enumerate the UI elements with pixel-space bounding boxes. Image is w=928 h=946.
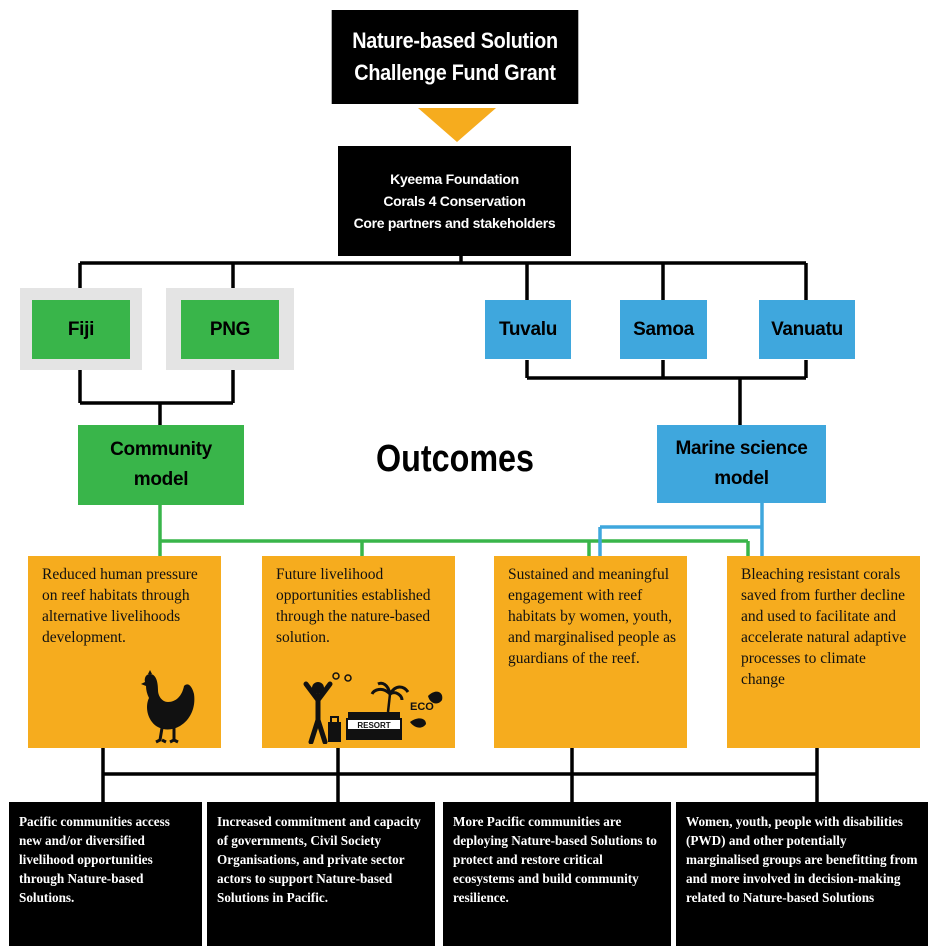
result-text-1: Pacific communities access new and/or di… xyxy=(19,814,170,905)
result-box-2: Increased commitment and capacity of gov… xyxy=(207,802,435,946)
resort-label: RESORT xyxy=(357,721,390,730)
outcome-text-4: Bleaching resistant corals saved from fu… xyxy=(741,566,907,688)
result-box-3: More Pacific communities are deploying N… xyxy=(443,802,671,946)
community-model-box: Community model xyxy=(78,425,244,505)
title-line-2: Challenge Fund Grant xyxy=(354,60,556,85)
outcome-text-1: Reduced human pressure on reef habitats … xyxy=(42,566,198,646)
country-vanuatu: Vanuatu xyxy=(759,300,855,359)
partner-core: Core partners and stakeholders xyxy=(353,215,556,231)
outcome-box-3: Sustained and meaningful engagement with… xyxy=(494,556,687,748)
country-fiji: Fiji xyxy=(32,300,130,359)
result-text-4: Women, youth, people with disabilities (… xyxy=(686,814,918,905)
outcome-text-2: Future livelihood opportunities establis… xyxy=(276,566,431,646)
outcome-box-1: Reduced human pressure on reef habitats … xyxy=(28,556,221,748)
outcome-box-2: Future livelihood opportunities establis… xyxy=(262,556,455,748)
community-model-line-1: Community xyxy=(110,439,212,460)
outcomes-heading: Outcomes xyxy=(376,438,534,480)
partner-corals: Corals 4 Conservation xyxy=(383,193,526,209)
down-arrow-icon xyxy=(418,108,496,142)
country-tuvalu: Tuvalu xyxy=(485,300,571,359)
partners-box: Kyeema Foundation Corals 4 Conservation … xyxy=(338,146,571,256)
community-model-line-2: model xyxy=(133,469,189,490)
result-box-1: Pacific communities access new and/or di… xyxy=(9,802,202,946)
outcome-box-4: Bleaching resistant corals saved from fu… xyxy=(727,556,920,748)
chicken-icon xyxy=(141,670,195,744)
marine-model-line-1: Marine science xyxy=(675,438,808,459)
result-text-3: More Pacific communities are deploying N… xyxy=(453,814,657,905)
title-box: Nature-based Solution Challenge Fund Gra… xyxy=(331,10,579,104)
marine-model-line-2: model xyxy=(714,468,769,489)
eco-resort-icon: RESORT ECO xyxy=(303,672,443,744)
partner-kyeema: Kyeema Foundation xyxy=(390,171,519,187)
outcome-text-3: Sustained and meaningful engagement with… xyxy=(508,566,677,667)
eco-label: ECO xyxy=(410,701,434,713)
result-text-2: Increased commitment and capacity of gov… xyxy=(217,814,421,905)
country-png: PNG xyxy=(181,300,279,359)
country-samoa: Samoa xyxy=(620,300,707,359)
title-line-1: Nature-based Solution xyxy=(352,28,558,53)
result-box-4: Women, youth, people with disabilities (… xyxy=(676,802,928,946)
marine-model-box: Marine science model xyxy=(657,425,826,503)
